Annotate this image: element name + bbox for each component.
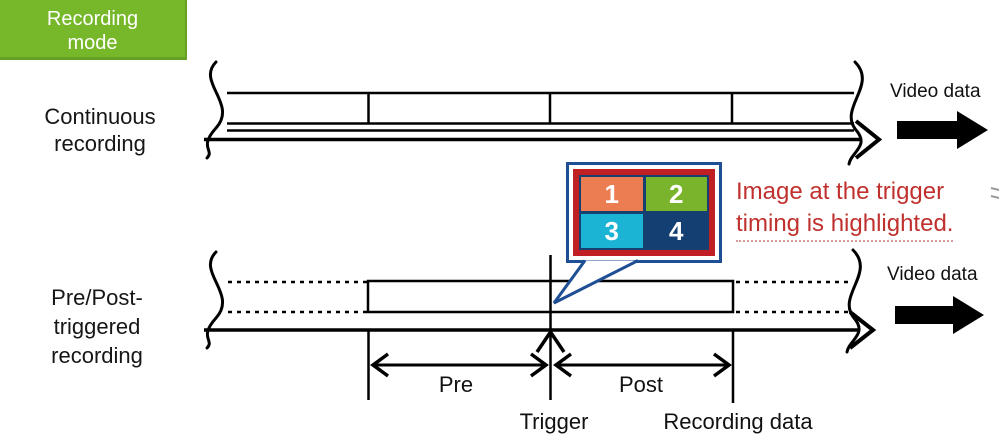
right-arrowhead-icon bbox=[848, 310, 877, 350]
trigger-note-line1: Image at the trigger bbox=[736, 178, 945, 205]
camera-image-2: 2 bbox=[645, 177, 707, 211]
post-span-arrow-icon bbox=[553, 352, 732, 378]
break-squiggle-icon bbox=[845, 248, 862, 354]
pre-span-arrow-icon bbox=[370, 352, 549, 378]
camera-image-3: 3 bbox=[581, 214, 643, 248]
right-arrowhead-icon bbox=[854, 119, 883, 160]
video-data-arrow-icon bbox=[895, 296, 984, 334]
camera-image-1: 1 bbox=[581, 177, 643, 211]
screen-edge-artifact bbox=[990, 187, 1000, 199]
trigger-note-line2: timing is highlighted. bbox=[736, 208, 954, 242]
break-squiggle-icon bbox=[205, 250, 224, 350]
trigger-label: Trigger bbox=[519, 409, 589, 434]
up-arrowhead-icon bbox=[535, 328, 566, 353]
pre-label: Pre bbox=[438, 372, 474, 397]
recording-mode-badge: Recording mode bbox=[0, 0, 187, 60]
video-data-arrow-icon bbox=[897, 111, 988, 149]
trigger-image-callout: 1 2 3 4 bbox=[566, 162, 722, 263]
continuous-timeline-art bbox=[204, 60, 988, 166]
recording-data-label: Recording data bbox=[663, 409, 813, 434]
post-label: Post bbox=[618, 372, 664, 397]
break-squiggle-icon bbox=[205, 60, 224, 160]
continuous-recording-label: Continuous recording bbox=[44, 104, 156, 156]
break-squiggle-icon bbox=[847, 60, 864, 166]
prepost-timeline-art bbox=[204, 248, 984, 403]
prepost-recording-label: Pre/Post- triggered recording bbox=[51, 285, 143, 368]
trigger-note: Image at the trigger timing is highlight… bbox=[736, 176, 996, 242]
camera-image-4: 4 bbox=[645, 214, 707, 248]
video-data-label-prepost: Video data bbox=[887, 264, 978, 285]
trigger-image-grid: 1 2 3 4 bbox=[573, 169, 715, 256]
video-data-label-continuous: Video data bbox=[890, 81, 981, 102]
